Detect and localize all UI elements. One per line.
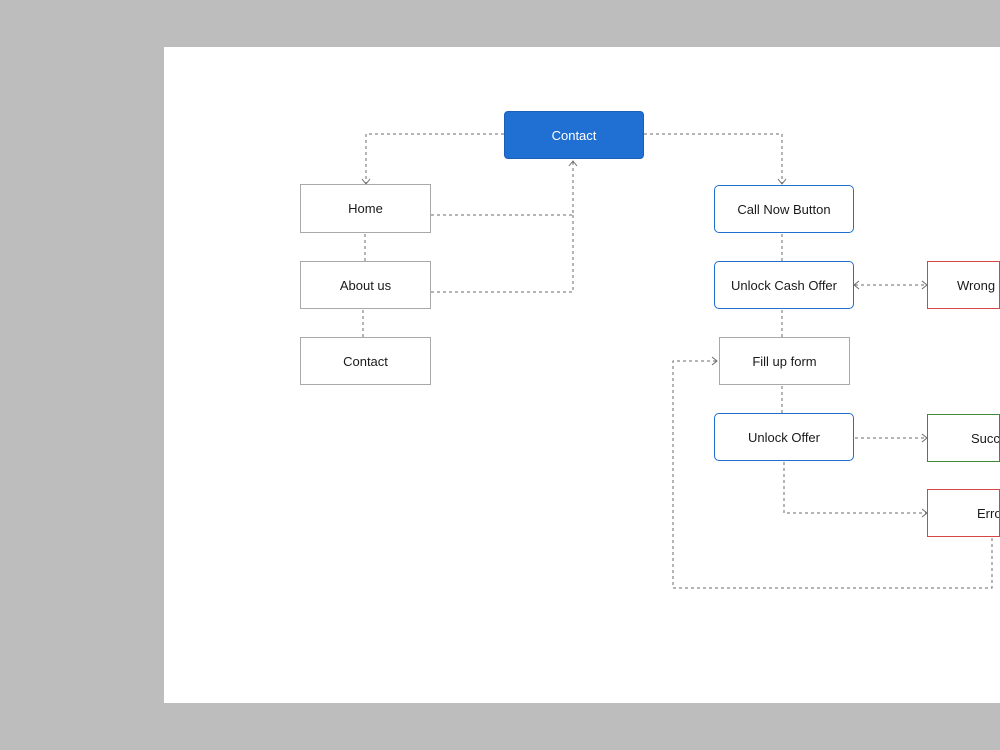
fill-up-form-node[interactable]: Fill up form bbox=[719, 337, 850, 385]
home-label: Home bbox=[348, 201, 383, 216]
unlock-cash-offer-label: Unlock Cash Offer bbox=[731, 277, 837, 293]
root-contact-node[interactable]: Contact bbox=[504, 111, 644, 159]
root-contact-label: Contact bbox=[551, 127, 597, 143]
wrong-entry-node[interactable]: Wrong e bbox=[927, 261, 1000, 309]
unlock-offer-node[interactable]: Unlock Offer bbox=[714, 413, 854, 461]
contact-label: Contact bbox=[343, 353, 388, 369]
success-label: Succe bbox=[971, 430, 1000, 446]
call-now-button-node[interactable]: Call Now Button bbox=[714, 185, 854, 233]
fill-up-form-label: Fill up form bbox=[752, 353, 817, 369]
contact-node[interactable]: Contact bbox=[300, 337, 431, 385]
success-node[interactable]: Succe bbox=[927, 414, 1000, 462]
call-now-button-label: Call Now Button bbox=[737, 201, 831, 217]
error-node[interactable]: Erro bbox=[927, 489, 1000, 537]
unlock-cash-offer-node[interactable]: Unlock Cash Offer bbox=[714, 261, 854, 309]
error-label: Erro bbox=[977, 505, 1000, 521]
about-us-node[interactable]: About us bbox=[300, 261, 431, 309]
about-us-label: About us bbox=[339, 277, 392, 293]
home-node[interactable]: Home bbox=[300, 184, 431, 233]
unlock-offer-label: Unlock Offer bbox=[747, 429, 820, 445]
wrong-entry-label: Wrong e bbox=[957, 277, 999, 293]
